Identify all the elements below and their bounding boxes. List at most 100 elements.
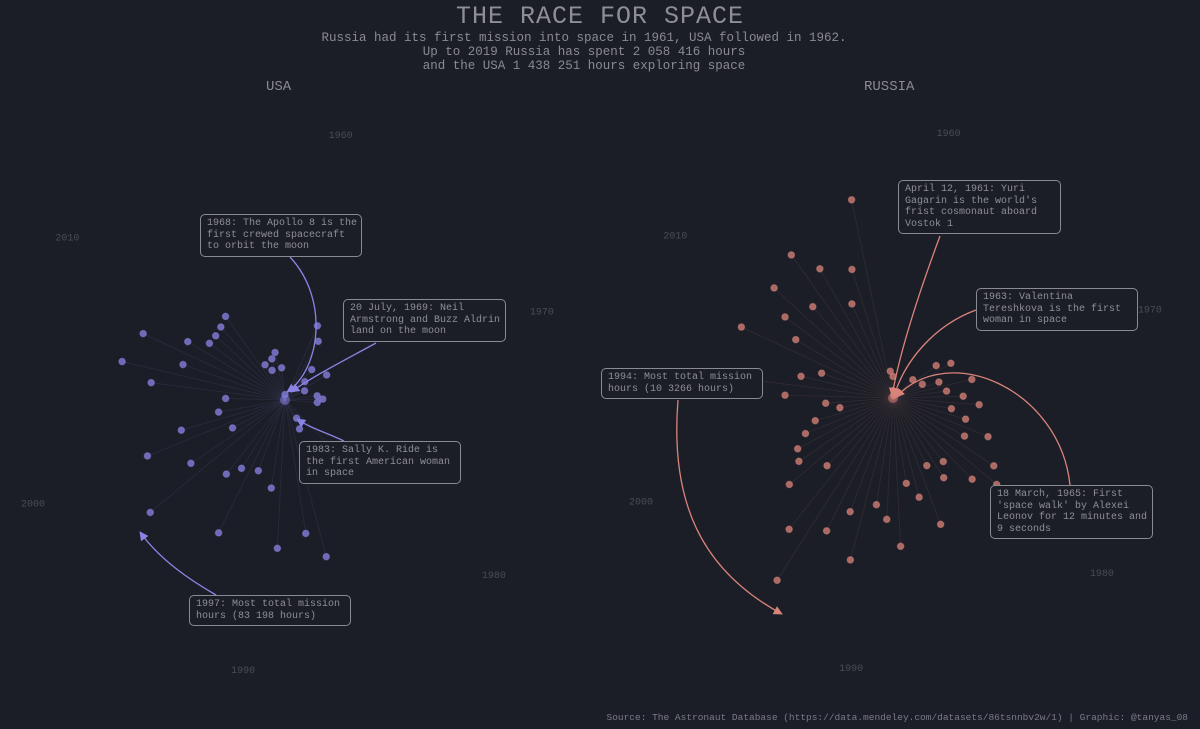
data-point xyxy=(808,302,817,311)
spoke-line xyxy=(892,397,928,466)
data-point xyxy=(314,337,323,346)
data-point xyxy=(737,323,746,331)
data-point xyxy=(222,470,231,478)
data-point xyxy=(975,400,983,409)
angular-tick-label: 1970 xyxy=(530,308,554,319)
data-point xyxy=(147,378,155,387)
data-point xyxy=(139,329,147,338)
spoke-line xyxy=(220,326,286,401)
subtitle-line: Russia had its first mission into space … xyxy=(321,31,847,45)
data-point xyxy=(322,552,331,561)
data-point xyxy=(872,500,881,509)
spoke-line xyxy=(849,397,894,560)
data-point xyxy=(816,264,824,273)
spoke-line xyxy=(892,397,980,406)
data-point xyxy=(221,312,230,321)
data-point xyxy=(781,391,789,400)
spoke-line xyxy=(121,361,286,401)
data-point xyxy=(947,404,956,413)
angular-tick-label: 2010 xyxy=(55,234,79,245)
annotation-arrow xyxy=(290,342,377,393)
spoke-line xyxy=(892,397,989,438)
annotation-gagarin: April 12, 1961: Yuri Gagarin is the worl… xyxy=(898,180,1061,234)
annotation-arrow xyxy=(296,418,345,442)
spoke-line xyxy=(892,397,965,437)
angular-tick-label: 1980 xyxy=(482,571,506,582)
spoke-line xyxy=(151,382,286,401)
annotation-text: 1963: Valentina Tereshkova is the first … xyxy=(983,292,1122,326)
usa-panel-title: USA xyxy=(266,79,292,95)
annotation-text: 18 March, 1965: First 'space walk' by Al… xyxy=(997,489,1148,535)
subtitle-line: Up to 2019 Russia has spent 2 058 416 ho… xyxy=(422,45,746,59)
data-point xyxy=(118,357,126,366)
spoke-line xyxy=(849,397,894,512)
spoke-line xyxy=(892,379,972,399)
spoke-line xyxy=(776,397,894,581)
spoke-line xyxy=(892,397,973,480)
data-point xyxy=(961,415,970,423)
spoke-line xyxy=(892,397,907,484)
data-point xyxy=(939,457,948,466)
data-point xyxy=(846,507,854,516)
data-point xyxy=(817,369,826,377)
spoke-line xyxy=(789,397,894,485)
annotation-apollo-8: 1968: The Apollo 8 is the first crewed s… xyxy=(200,214,362,257)
data-point xyxy=(177,426,186,434)
data-point xyxy=(187,459,195,468)
data-point xyxy=(968,375,976,384)
spoke-line xyxy=(784,316,894,399)
data-point xyxy=(939,473,948,482)
data-point xyxy=(848,300,856,308)
data-point xyxy=(214,529,223,537)
spoke-line xyxy=(218,399,286,534)
data-point xyxy=(785,480,794,489)
data-point xyxy=(318,395,327,403)
annotation-text: 1968: The Apollo 8 is the first crewed s… xyxy=(207,218,358,252)
angular-tick-label: 1970 xyxy=(1138,306,1162,317)
data-point xyxy=(271,348,279,357)
data-point xyxy=(268,355,276,363)
angular-tick-label: 1980 xyxy=(1090,569,1114,580)
spoke-line xyxy=(147,399,286,457)
spoke-line xyxy=(805,397,894,434)
spoke-line xyxy=(785,394,894,399)
annotation-text: 1983: Sally K. Ride is the first America… xyxy=(306,445,451,479)
data-point xyxy=(221,394,230,403)
data-point xyxy=(984,432,992,441)
spoke-line xyxy=(892,397,952,410)
spoke-line xyxy=(892,397,945,478)
data-point xyxy=(990,462,998,470)
spoke-line xyxy=(257,399,286,471)
spoke-line xyxy=(839,397,894,409)
spoke-line xyxy=(225,398,286,401)
spoke-line xyxy=(821,372,894,399)
data-point xyxy=(254,466,263,475)
spoke-line xyxy=(892,397,941,525)
annotation-text: 1994: Most total mission hours (10 3266 … xyxy=(608,372,753,395)
data-point xyxy=(205,339,214,348)
source-credit: Source: The Astronaut Database (https://… xyxy=(606,712,1189,723)
spoke-line xyxy=(892,397,920,498)
data-point xyxy=(836,403,844,412)
spoke-line xyxy=(225,316,286,401)
data-point xyxy=(781,313,789,321)
data-point xyxy=(918,380,927,389)
spoke-line xyxy=(226,399,286,475)
spoke-line xyxy=(892,397,995,467)
spoke-line xyxy=(826,397,894,532)
data-point xyxy=(791,335,800,344)
data-point xyxy=(277,363,286,372)
spoke-line xyxy=(892,397,997,485)
spoke-line xyxy=(851,303,894,399)
spoke-line xyxy=(190,399,286,464)
spoke-line xyxy=(892,397,944,462)
data-point xyxy=(179,360,187,369)
spoke-line xyxy=(284,369,313,401)
data-point xyxy=(923,461,931,470)
chart-title: THE RACE FOR SPACE xyxy=(455,2,745,31)
center-cluster xyxy=(888,393,898,403)
data-point xyxy=(932,361,940,370)
data-point xyxy=(968,475,976,484)
